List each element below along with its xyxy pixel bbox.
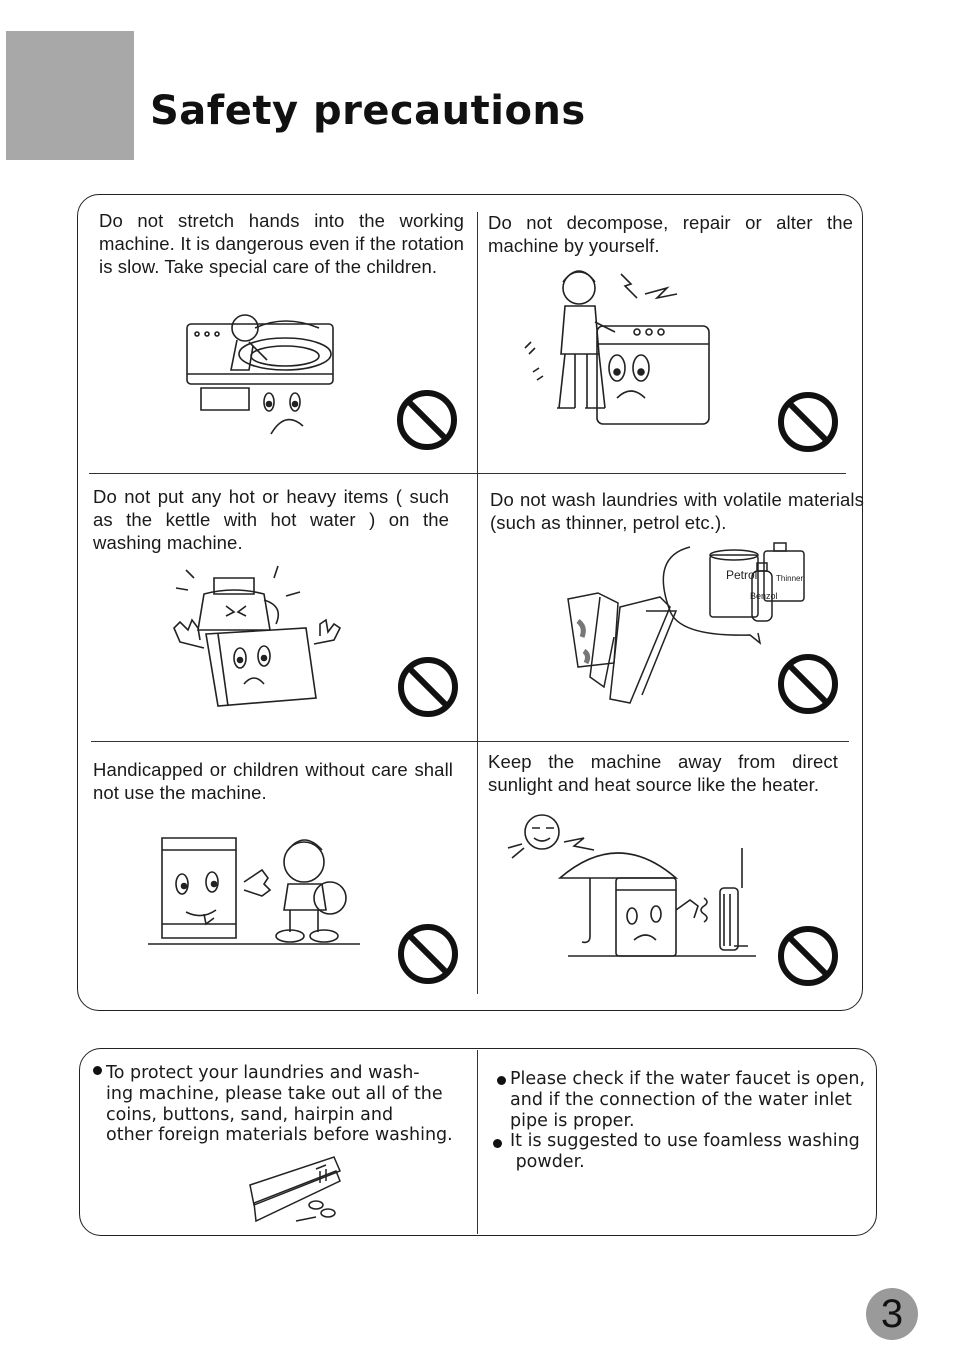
note-left-line-4: other foreign materials before washing. (106, 1125, 453, 1146)
page-title: Safety precautions (150, 88, 586, 134)
washer-in-sun-near-heater-illustration (508, 814, 758, 960)
grid-divider-row1 (89, 473, 846, 474)
precaution-text-sunlight: Keep the machine away from direct sunlig… (488, 751, 838, 795)
benzol-label: Benzol (750, 591, 778, 601)
page-number: 3 (866, 1288, 918, 1340)
note-check-faucet: Please check if the water faucet is open… (510, 1069, 875, 1131)
precaution-text-volatile: Do not wash laundries with volatile mate… (490, 489, 864, 533)
warning-bullet-icon (93, 1066, 102, 1075)
warning-bullet-icon (497, 1076, 506, 1085)
thinner-label: Thinner (776, 574, 803, 583)
grid-divider-row2 (91, 741, 849, 742)
note-left-line-1: To protect your laundries and wash- (106, 1063, 420, 1083)
precaution-text-repair: Do not decompose, repair or alter the ma… (488, 212, 853, 256)
note-right1-line-1: Please check if the water faucet is open… (510, 1069, 866, 1089)
petrol-label: Petrol (726, 568, 757, 582)
header-gray-block (6, 31, 134, 160)
prohibition-sign-icon (398, 924, 458, 984)
clothes-and-volatile-bottles-illustration: Petrol Thinner Benzol (560, 541, 810, 706)
note-remove-foreign-materials: To protect your laundries and wash- ing … (106, 1063, 476, 1146)
prohibition-sign-icon (778, 392, 838, 452)
precaution-text-children: Handicapped or children without care sha… (93, 759, 453, 803)
precaution-text-hands: Do not stretch hands into the working ma… (99, 210, 464, 277)
child-reaching-into-washer-illustration (185, 298, 340, 438)
notes-divider-vertical (477, 1050, 478, 1234)
child-and-washer-illustration (148, 832, 363, 948)
grid-divider-vertical (477, 212, 478, 994)
prohibition-sign-icon (397, 390, 457, 450)
notes-frame (79, 1048, 877, 1236)
note-left-line-2: ing machine, please take out all of the (106, 1083, 443, 1104)
note-right2-line-2: powder. (510, 1151, 585, 1172)
person-repairing-washer-illustration (517, 262, 717, 440)
note-right1-line-3: pipe is proper. (510, 1110, 635, 1131)
coins-and-hairpin-illustration (246, 1155, 346, 1225)
prohibition-sign-icon (778, 926, 838, 986)
note-right1-line-2: and if the connection of the water inlet (510, 1089, 852, 1110)
precaution-text-hot-items: Do not put any hot or heavy items ( such… (93, 486, 449, 553)
note-foamless-powder: It is suggested to use foamless washing … (510, 1131, 875, 1173)
prohibition-sign-icon (778, 654, 838, 714)
note-left-line-3: coins, buttons, sand, hairpin and (106, 1104, 394, 1125)
kettle-on-washer-illustration (168, 560, 348, 712)
prohibition-sign-icon (398, 657, 458, 717)
warning-bullet-icon (493, 1139, 502, 1148)
precautions-grid-frame (77, 194, 863, 1011)
note-right2-line-1: It is suggested to use foamless washing (510, 1131, 860, 1151)
